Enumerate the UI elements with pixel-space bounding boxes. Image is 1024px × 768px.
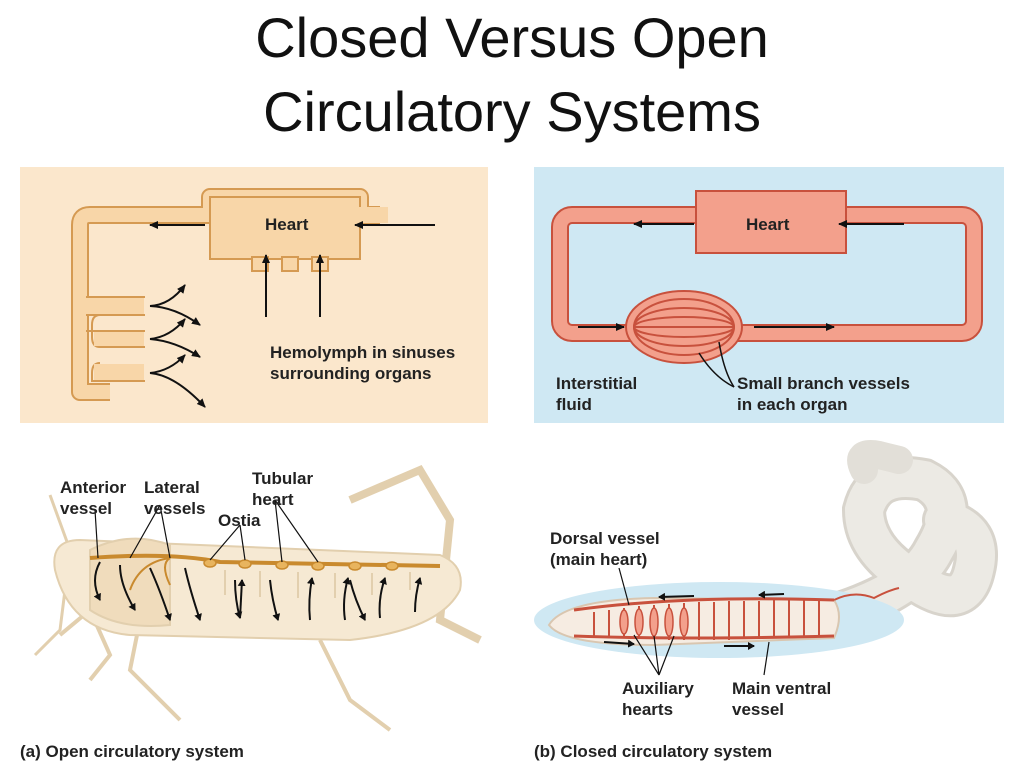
closed-vessel-loop — [551, 190, 983, 364]
interstitial-label-line-2: fluid — [556, 395, 592, 414]
open-system-schematic: Heart Hemolymph in sinuses surrounding o… — [20, 167, 488, 423]
lateral-vessels-label-line-2: vessels — [144, 499, 206, 518]
closed-flow-arrows — [578, 220, 904, 331]
auxiliary-hearts-label-line-2: hearts — [622, 700, 674, 719]
earthworm-leader-lines — [618, 567, 770, 676]
branch-label-line-1: Small branch vessels — [737, 374, 910, 393]
open-flow-arrows — [149, 221, 435, 408]
branch-leader-lines — [698, 341, 735, 388]
tubular-heart-label-line-2: heart — [252, 490, 294, 509]
capillary-bed — [625, 290, 743, 364]
page-title-line-2: Circulatory Systems — [263, 80, 761, 143]
page-title-line-1: Closed Versus Open — [255, 6, 769, 69]
earthworm-svg — [534, 440, 998, 676]
dorsal-vessel-label-line-1: Dorsal vessel — [550, 529, 660, 548]
tubular-heart-label-line-1: Tubular — [252, 469, 314, 488]
closed-system-schematic: Heart Interstitial fluid Small branch ve… — [534, 167, 1004, 423]
anterior-vessel-label-line-1: Anterior — [60, 478, 127, 497]
main-ventral-vessel-label-line-2: vessel — [732, 700, 784, 719]
auxiliary-hearts-label-line-1: Auxiliary — [622, 679, 694, 698]
caption-open-system: (a) Open circulatory system — [20, 742, 244, 761]
dorsal-vessel-label-line-2: (main heart) — [550, 550, 648, 569]
caption-closed-system: (b) Closed circulatory system — [534, 742, 773, 761]
anterior-vessel-label-line-2: vessel — [60, 499, 112, 518]
open-heart-label: Heart — [265, 215, 309, 234]
main-ventral-vessel-label-line-1: Main ventral — [732, 679, 832, 698]
lateral-vessels-label-line-1: Lateral — [144, 478, 200, 497]
grasshopper-leader-lines — [94, 499, 319, 563]
branch-label-line-2: in each organ — [737, 395, 848, 414]
grasshopper-svg — [33, 464, 482, 732]
earthworm-body — [534, 440, 998, 658]
sinus-label-line-2: surrounding organs — [270, 364, 432, 383]
grasshopper-flow-arrows — [93, 561, 423, 621]
earthworm-flow-arrows — [603, 590, 785, 650]
open-system-svg — [71, 188, 435, 408]
earthworm-vessels — [573, 587, 900, 640]
earthworm-illustration: Dorsal vessel (main heart) Auxiliary hea… — [534, 440, 1004, 740]
interstitial-label-line-1: Interstitial — [556, 374, 638, 393]
closed-heart-label: Heart — [746, 215, 790, 234]
grasshopper-illustration: Anterior vessel Lateral vessels Tubular … — [20, 440, 490, 740]
grasshopper-vessel — [89, 553, 441, 598]
sinus-label-line-1: Hemolymph in sinuses — [270, 343, 456, 362]
closed-system-svg — [551, 190, 983, 388]
open-vessel-outline — [71, 188, 388, 401]
ostia-label: Ostia — [218, 511, 261, 530]
